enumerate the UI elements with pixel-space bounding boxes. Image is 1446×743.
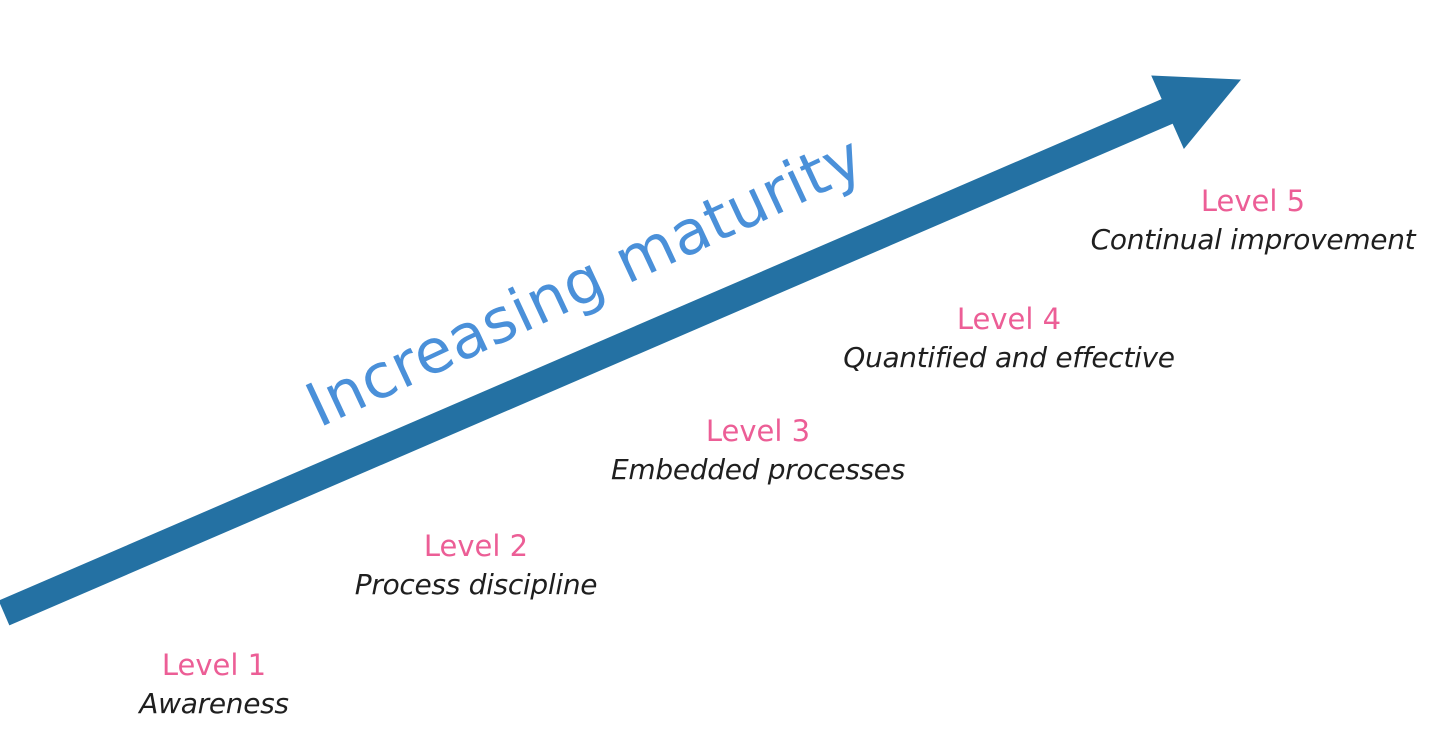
level-5-title: Level 5	[1200, 184, 1306, 218]
level-5-description: Continual improvement	[1090, 223, 1416, 256]
level-2-title: Level 2	[423, 529, 529, 563]
level-3-label: Level 3 Embedded processes	[611, 412, 905, 490]
level-3-title: Level 3	[705, 414, 811, 448]
level-4-description: Quantified and effective	[843, 341, 1175, 374]
arrow-shaft	[0, 95, 1181, 626]
level-3-description: Embedded processes	[610, 453, 906, 486]
level-4-label: Level 4 Quantified and effective	[843, 300, 1175, 378]
level-1-label: Level 1 Awareness	[139, 646, 289, 724]
level-4-title: Level 4	[956, 302, 1062, 336]
arrow-head-icon	[1151, 75, 1242, 149]
level-5-label: Level 5 Continual improvement	[1091, 182, 1416, 260]
level-1-description: Awareness	[139, 687, 289, 720]
level-1-title: Level 1	[161, 648, 267, 682]
level-2-description: Process discipline	[354, 568, 598, 601]
level-2-label: Level 2 Process discipline	[354, 527, 598, 605]
